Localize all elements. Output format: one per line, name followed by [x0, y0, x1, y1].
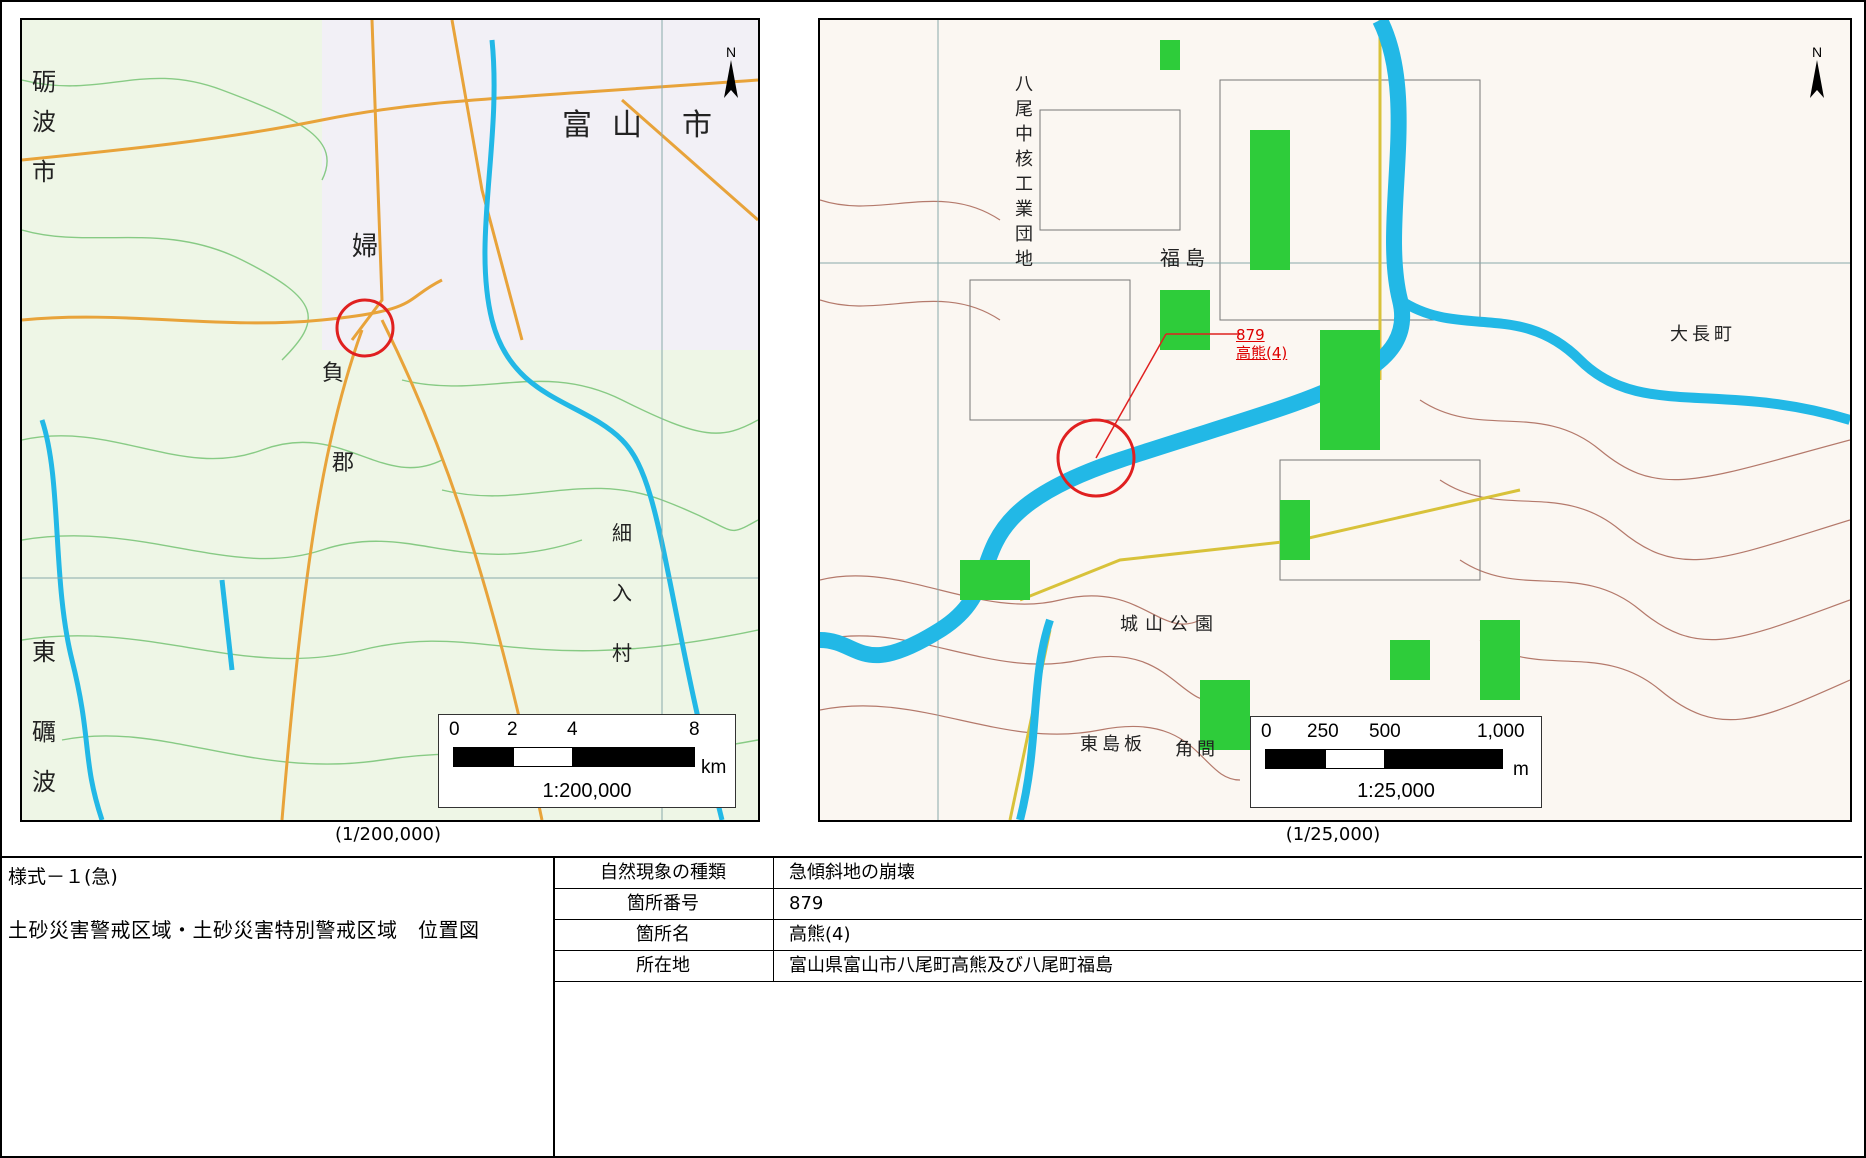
detail-map-caption: (1/25,000)	[1285, 824, 1381, 845]
detail-map-graphic: 八 尾 中 核 工 業 団 地 福 島 大 長 町 城 山 公 園 東 島 板 …	[820, 20, 1850, 820]
document-title: 土砂災害警戒区域・土砂災害特別警戒区域 位置図	[8, 918, 480, 942]
scale-tick: 1,000	[1477, 721, 1525, 742]
callout-number: 879	[1236, 326, 1265, 344]
scale-bar-segment	[513, 747, 573, 767]
svg-text:角: 角	[1175, 739, 1193, 760]
style-label: 様式－１(急)	[8, 866, 118, 888]
callout-name: 高熊(4)	[1236, 344, 1288, 362]
svg-text:中: 中	[1015, 124, 1033, 145]
svg-text:長: 長	[1692, 324, 1710, 345]
info-table: 様式－１(急) 土砂災害警戒区域・土砂災害特別警戒区域 位置図 自然現象の種類 …	[0, 856, 1862, 1158]
scale-tick: 0	[449, 719, 460, 740]
overview-map-graphic: 富 山 市 婦 負 郡 砺 波 市 東 礪 波 細 入 村	[22, 20, 758, 820]
row-value: 高熊(4)	[789, 924, 851, 945]
svg-text:八: 八	[1015, 74, 1033, 95]
svg-text:富: 富	[562, 108, 592, 143]
scale-unit: m	[1513, 759, 1529, 780]
north-arrow-icon: N	[718, 44, 744, 98]
scale-bar-segment	[1265, 749, 1325, 769]
svg-text:間: 間	[1197, 739, 1215, 760]
scale-tick: 500	[1369, 721, 1401, 742]
scale-tick: 2	[507, 719, 518, 740]
row-key: 自然現象の種類	[553, 858, 774, 888]
scale-tick: 0	[1261, 721, 1272, 742]
svg-text:市: 市	[682, 108, 712, 143]
row-key: 所在地	[553, 951, 774, 981]
svg-text:公: 公	[1170, 614, 1188, 635]
svg-text:負: 負	[322, 361, 344, 386]
svg-text:入: 入	[612, 581, 632, 605]
detail-map[interactable]: 八 尾 中 核 工 業 団 地 福 島 大 長 町 城 山 公 園 東 島 板 …	[818, 18, 1852, 822]
svg-text:福: 福	[1160, 246, 1180, 270]
row-key: 箇所名	[553, 920, 774, 950]
svg-text:山: 山	[612, 108, 642, 143]
svg-text:尾: 尾	[1015, 99, 1033, 120]
svg-text:島: 島	[1185, 246, 1205, 270]
svg-text:町: 町	[1714, 324, 1732, 345]
table-row: 箇所名 高熊(4)	[553, 920, 1862, 951]
overview-map[interactable]: 富 山 市 婦 負 郡 砺 波 市 東 礪 波 細 入 村 N 0 2 4 8	[20, 18, 760, 822]
north-arrow-icon: N	[1804, 44, 1830, 98]
svg-text:業: 業	[1015, 199, 1033, 220]
svg-text:郡: 郡	[332, 451, 354, 476]
scale-tick: 8	[689, 719, 700, 740]
table-row: 所在地 富山県富山市八尾町高熊及び八尾町福島	[553, 951, 1862, 982]
svg-text:大: 大	[1670, 324, 1688, 345]
scale-bar-segment	[1325, 749, 1385, 769]
overview-map-caption: (1/200,000)	[335, 824, 441, 845]
svg-text:団: 団	[1015, 224, 1033, 245]
scale-bar-segment	[453, 747, 513, 767]
scale-ratio: 1:200,000	[542, 780, 632, 802]
svg-text:核: 核	[1015, 149, 1033, 170]
svg-text:園: 園	[1195, 614, 1213, 635]
document-title-cell: 様式－１(急) 土砂災害警戒区域・土砂災害特別警戒区域 位置図	[0, 858, 555, 1158]
svg-text:島: 島	[1102, 734, 1120, 755]
svg-text:山: 山	[1145, 614, 1163, 635]
scale-ratio: 1:25,000	[1357, 780, 1435, 802]
svg-text:婦: 婦	[352, 232, 378, 262]
svg-text:波: 波	[32, 108, 56, 136]
svg-text:礪: 礪	[32, 718, 56, 746]
table-row: 箇所番号 879	[553, 889, 1862, 920]
svg-text:東: 東	[32, 638, 56, 666]
svg-text:波: 波	[32, 768, 56, 796]
scale-bar-segment	[573, 747, 695, 767]
row-value: 富山県富山市八尾町高熊及び八尾町福島	[789, 955, 1113, 976]
scale-bar-segment	[1385, 749, 1503, 769]
row-value: 879	[789, 893, 824, 914]
row-value: 急傾斜地の崩壊	[789, 862, 915, 883]
svg-text:城: 城	[1120, 614, 1138, 635]
svg-text:地: 地	[1015, 249, 1033, 270]
svg-text:細: 細	[612, 521, 632, 545]
scale-tick: 4	[567, 719, 578, 740]
table-row: 自然現象の種類 急傾斜地の崩壊	[553, 858, 1862, 889]
svg-text:市: 市	[32, 158, 56, 186]
svg-text:工: 工	[1015, 174, 1033, 195]
scale-bar: 0 250 500 1,000 m 1:25,000	[1250, 716, 1542, 808]
scale-tick: 250	[1307, 721, 1339, 742]
scale-bar: 0 2 4 8 km 1:200,000	[438, 714, 736, 808]
svg-text:村: 村	[612, 641, 632, 665]
scale-unit: km	[701, 757, 727, 778]
row-key: 箇所番号	[553, 889, 774, 919]
location-callout: 879 高熊(4)	[1236, 326, 1287, 362]
svg-text:砺: 砺	[32, 68, 56, 96]
svg-text:板: 板	[1124, 734, 1142, 755]
svg-text:東: 東	[1080, 734, 1098, 755]
